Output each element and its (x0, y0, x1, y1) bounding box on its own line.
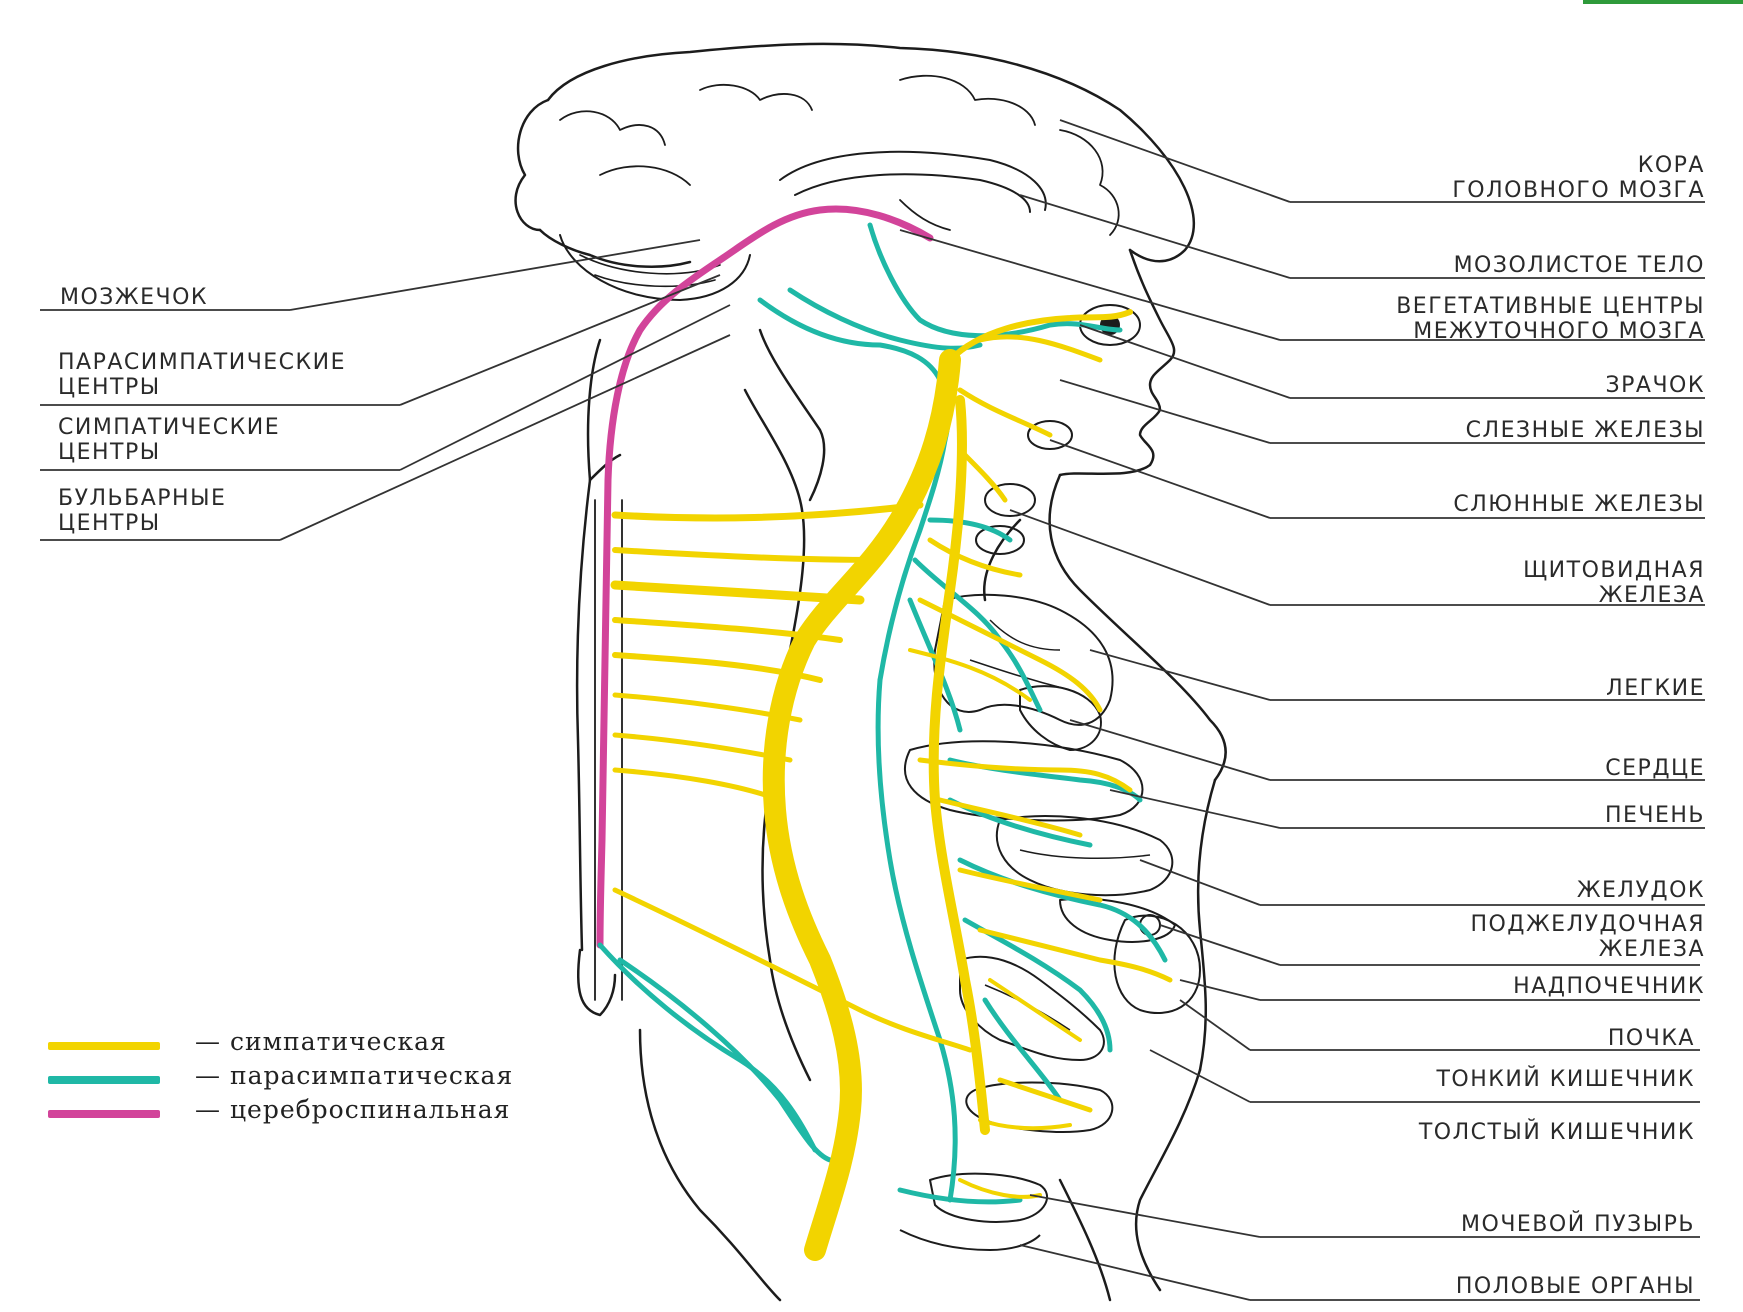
label-genitals: ПОЛОВЫЕ ОРГАНЫ (1456, 1274, 1695, 1299)
label-pancreas: ПОДЖЕЛУДОЧНАЯ ЖЕЛЕЗА (1470, 912, 1705, 962)
label-lacrimal-glands: СЛЕЗНЫЕ ЖЕЛЕЗЫ (1466, 418, 1705, 443)
label-small-intestine: ТОНКИЙ КИШЕЧНИК (1436, 1067, 1695, 1092)
legend-label-cerebrospinal: — цереброспинальная (195, 1095, 510, 1124)
parasympathetic-pathways (600, 225, 1165, 1202)
legend-swatch-parasympathetic (48, 1076, 160, 1084)
label-kidney: ПОЧКА (1608, 1026, 1695, 1051)
label-cortex: КОРА ГОЛОВНОГО МОЗГА (1452, 153, 1705, 203)
label-adrenal: НАДПОЧЕЧНИК (1513, 974, 1705, 999)
label-liver: ПЕЧЕНЬ (1605, 803, 1705, 828)
label-parasympathetic-centers: ПАРАСИМПАТИЧЕСКИЕ ЦЕНТРЫ (58, 350, 346, 400)
label-cerebellum: МОЗЖЕЧОК (60, 285, 208, 310)
label-stomach: ЖЕЛУДОК (1577, 878, 1705, 903)
label-bladder: МОЧЕВОЙ ПУЗЫРЬ (1461, 1212, 1695, 1237)
label-lungs: ЛЕГКИЕ (1606, 676, 1705, 701)
legend-label-parasympathetic: — парасимпатическая (195, 1061, 513, 1090)
label-sympathetic-centers: СИМПАТИЧЕСКИЕ ЦЕНТРЫ (58, 415, 280, 465)
cerebrospinal-pathway (600, 209, 930, 945)
label-heart: СЕРДЦЕ (1605, 756, 1705, 781)
legend-swatch-cerebrospinal (48, 1110, 160, 1118)
label-thyroid: ЩИТОВИДНАЯ ЖЕЛЕЗА (1523, 558, 1705, 608)
legend-label-sympathetic: — симпатическая (195, 1027, 447, 1056)
label-salivary-glands: СЛЮННЫЕ ЖЕЛЕЗЫ (1453, 492, 1705, 517)
legend-swatch-sympathetic (48, 1042, 160, 1050)
label-vegetative-centers: ВЕГЕТАТИВНЫЕ ЦЕНТРЫ МЕЖУТОЧНОГО МОЗГА (1396, 294, 1705, 344)
label-corpus-callosum: МОЗОЛИСТОЕ ТЕЛО (1454, 253, 1705, 278)
label-pupil: ЗРАЧОК (1606, 373, 1705, 398)
label-large-intestine: ТОЛСТЫЙ КИШЕЧНИК (1419, 1120, 1695, 1145)
label-bulbar-centers: БУЛЬБАРНЫЕ ЦЕНТРЫ (58, 486, 226, 536)
